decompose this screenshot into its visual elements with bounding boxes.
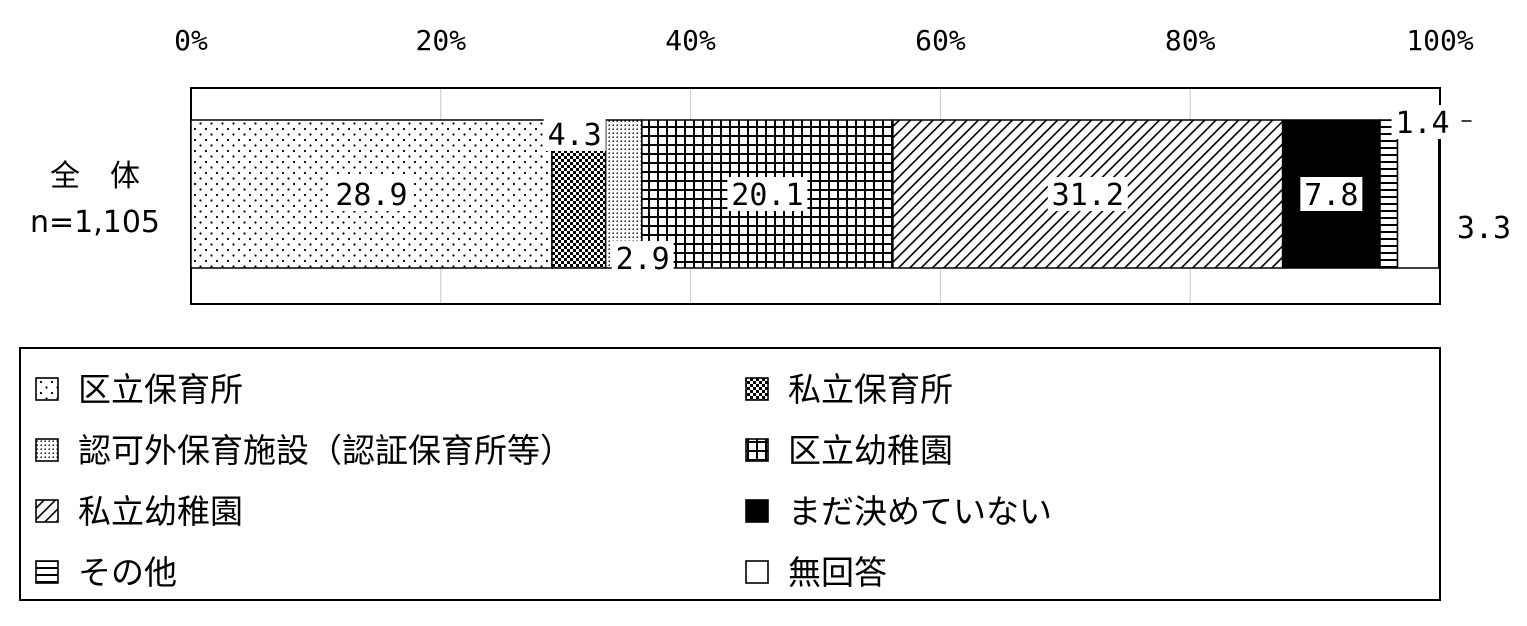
legend-swatch — [745, 560, 769, 584]
segment-label-text: 31.2 — [1052, 178, 1124, 213]
x-tick-label: 80% — [1165, 24, 1216, 57]
label-background — [543, 117, 606, 151]
legend-label: 無回答 — [788, 553, 887, 592]
legend-item: 私立保育所 — [745, 370, 953, 409]
legend-swatch — [35, 377, 59, 401]
legend-label: まだ決めていない — [788, 492, 1052, 531]
label-background — [1300, 177, 1363, 211]
legend-item: 私立幼稚園 — [35, 492, 243, 531]
legend-item: 認可外保育施設（認証保育所等） — [35, 431, 573, 470]
row-label: 全 体 — [50, 159, 140, 194]
legend-swatch — [745, 438, 769, 462]
segment-label-text: 1.4 — [1395, 106, 1449, 141]
row-labels: 全 体 n=1,105 — [30, 159, 160, 240]
segment-label: 28.9 — [331, 177, 412, 213]
bar-segment — [1396, 119, 1440, 269]
legend-item: 区立幼稚園 — [745, 431, 953, 470]
row-sample-size: n=1,105 — [30, 205, 160, 240]
x-tick-label: 20% — [416, 24, 467, 57]
label-background — [331, 177, 412, 211]
legend-item: 区立保育所 — [35, 370, 243, 409]
legend-item: その他 — [35, 553, 177, 592]
segment-label-text: 20.1 — [731, 178, 803, 213]
legend-swatch — [745, 377, 769, 401]
legend-item: まだ決めていない — [745, 492, 1052, 531]
bar-segment — [1379, 119, 1399, 269]
segment-label: 4.3 — [543, 117, 606, 153]
legend-swatch — [35, 560, 59, 584]
x-tick-label: 60% — [915, 24, 966, 57]
bar-segments — [190, 119, 1440, 269]
segment-label: 31.2 — [1047, 177, 1128, 213]
legend-frame — [19, 347, 1441, 601]
label-background — [1047, 177, 1128, 211]
legend-label: 区立幼稚園 — [788, 431, 953, 470]
x-tick-label: 100% — [1406, 24, 1474, 57]
x-tick-label: 40% — [665, 24, 716, 57]
segment-label: 3.3 — [1457, 211, 1511, 246]
legend-swatch — [35, 438, 59, 462]
segment-label: 2.9 — [611, 241, 674, 277]
segment-label: 7.8 — [1300, 177, 1363, 213]
legend-label: その他 — [78, 553, 177, 592]
label-background — [727, 177, 808, 211]
legend-label: 私立幼稚園 — [78, 492, 243, 531]
x-axis-ticks: 0% 20% 40% 60% 80% 100% — [174, 24, 1474, 57]
segment-label: 20.1 — [727, 177, 808, 213]
legend-swatch — [745, 499, 769, 523]
label-background — [1391, 105, 1454, 139]
segment-label-text: 28.9 — [335, 178, 407, 213]
legend-item: 無回答 — [745, 553, 887, 592]
segment-labels: 28.9 4.3 2.9 20.1 31.2 7.8 1.4 3.3 — [331, 105, 1511, 277]
segment-label-text: 7.8 — [1304, 178, 1358, 213]
legend-label: 私立保育所 — [788, 370, 953, 409]
x-tick-label: 0% — [174, 24, 208, 57]
legend-label: 認可外保育施設（認証保育所等） — [78, 431, 573, 470]
segment-label-text: 4.3 — [548, 118, 602, 153]
legend-swatch — [35, 499, 59, 523]
segment-label-text: 2.9 — [616, 242, 670, 277]
legend-label: 区立保育所 — [78, 370, 243, 409]
segment-label: 1.4 — [1391, 105, 1454, 141]
label-background — [611, 241, 674, 275]
